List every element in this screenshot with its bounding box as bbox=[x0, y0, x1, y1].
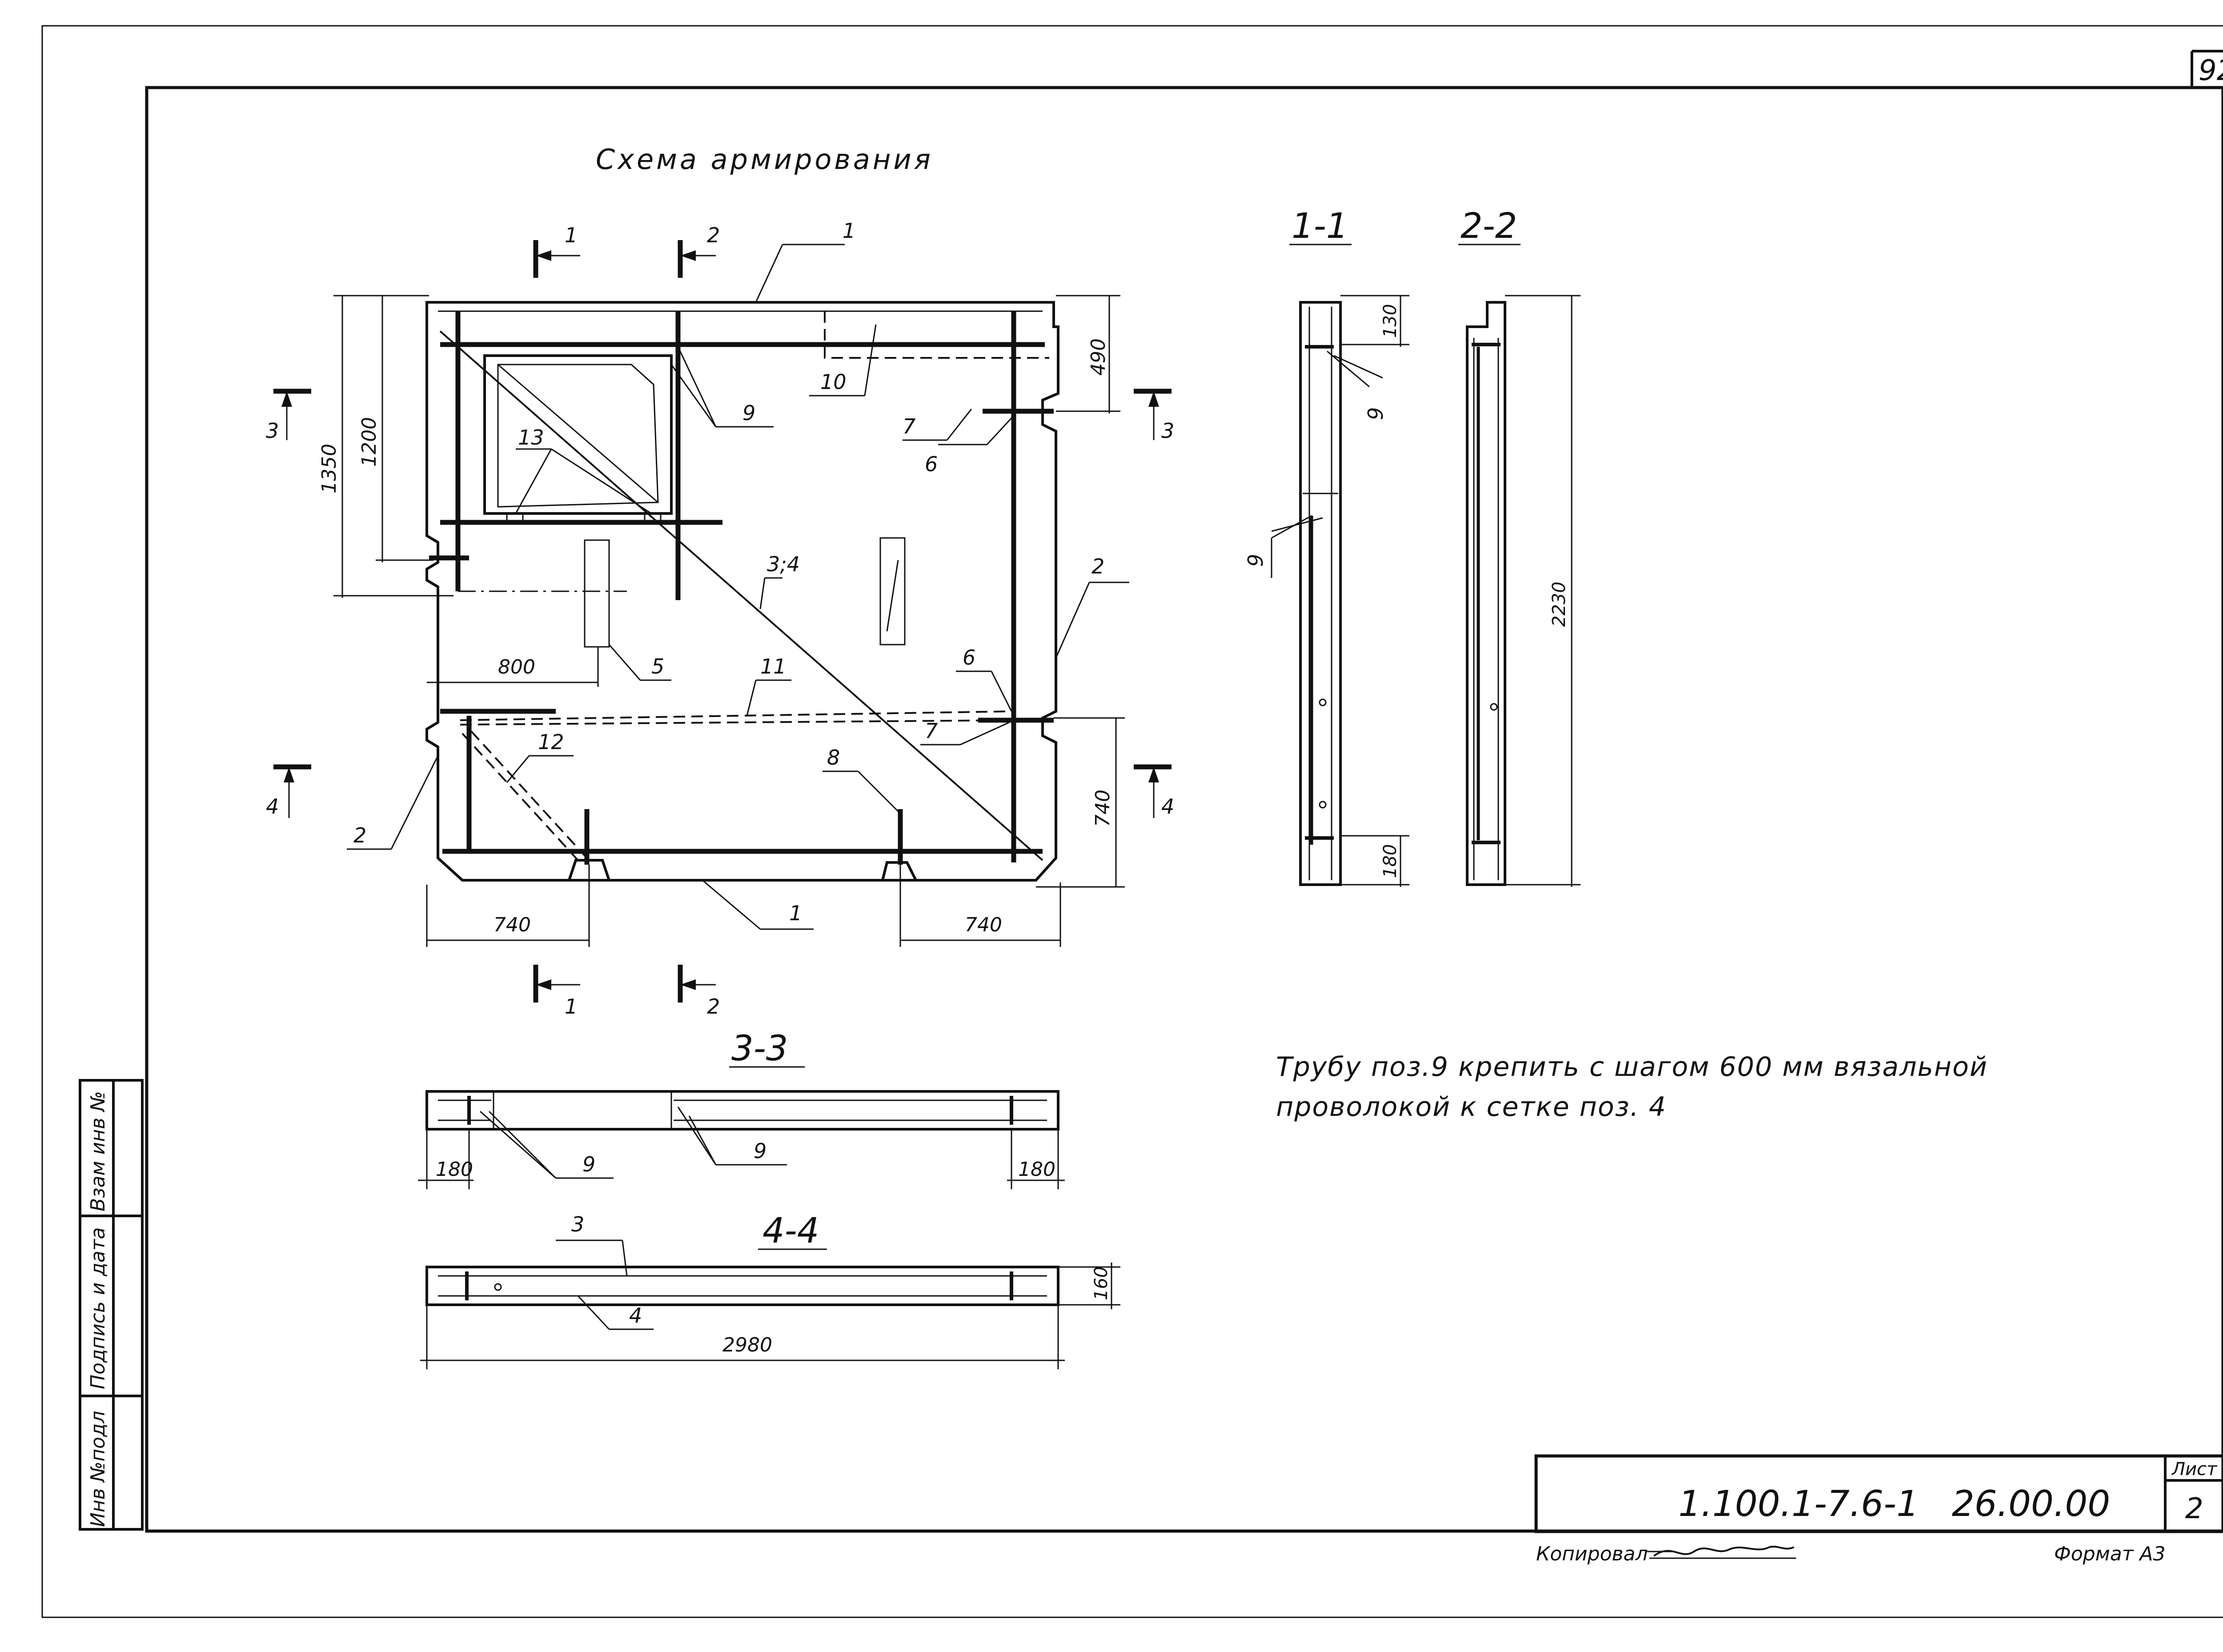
mark-top-1: 1 bbox=[565, 223, 578, 247]
dim-740-right: 740 bbox=[1091, 790, 1114, 827]
pos-2-left: 2 bbox=[353, 823, 366, 847]
drawing-title: Схема армирования bbox=[596, 143, 933, 176]
pos-9-3-3-a: 9 bbox=[582, 1152, 595, 1176]
mark-top-2: 2 bbox=[707, 223, 720, 247]
pos-12: 12 bbox=[538, 730, 564, 754]
bar-pos-10 bbox=[824, 311, 1049, 359]
dim-740-bottom-right: 740 bbox=[965, 914, 1002, 936]
pos-9-1-1-a: 9 bbox=[1364, 407, 1388, 420]
section-4-4: 4-4 3 4 160 2980 bbox=[420, 1211, 1120, 1369]
side-stamp: Инв №подл Подпись и дата Взам инв № bbox=[79, 1079, 144, 1531]
window-opening bbox=[483, 354, 673, 515]
title-block-sheet-label: Лист bbox=[2171, 1459, 2218, 1480]
pos-6-upper: 6 bbox=[925, 452, 938, 476]
dim-180-3-3-right: 180 bbox=[1018, 1158, 1055, 1181]
section-2-2: 2-2 2230 bbox=[1458, 206, 1581, 887]
sheet-corner-number: 92 bbox=[2199, 54, 2223, 87]
format-label: Формат А3 bbox=[2054, 1543, 2166, 1565]
pos-11: 11 bbox=[760, 654, 786, 678]
stamp-podpis-data: Подпись и дата bbox=[87, 1227, 109, 1389]
dim-1350: 1350 bbox=[318, 444, 341, 493]
dim-740-bottom-left: 740 bbox=[494, 914, 531, 936]
pos-9: 9 bbox=[742, 401, 755, 425]
dim-180-3-3-left: 180 bbox=[436, 1158, 473, 1181]
pos-1-top: 1 bbox=[843, 219, 855, 243]
pos-13: 13 bbox=[518, 425, 544, 449]
mark-bottom-1: 1 bbox=[565, 994, 578, 1018]
pos-7-upper: 7 bbox=[903, 414, 915, 438]
section-1-1: 1-1 130 180 9 9 bbox=[1244, 206, 1409, 887]
pos-5: 5 bbox=[651, 654, 664, 678]
copied-by-signature bbox=[1645, 1546, 1796, 1559]
position-callouts: 1 1 2 2 3;4 5 6 6 7 7 8 9 bbox=[347, 219, 1129, 930]
reinforcement-plan bbox=[425, 301, 1059, 882]
panel-outline bbox=[425, 301, 1059, 882]
dim-160: 160 bbox=[1091, 1267, 1112, 1300]
pos-7-lower: 7 bbox=[925, 719, 938, 743]
note-line-1: Трубу поз.9 крепить с шагом 600 мм вязал… bbox=[1276, 1051, 1988, 1083]
pos-2-right: 2 bbox=[1091, 554, 1104, 578]
dim-800: 800 bbox=[498, 656, 535, 678]
section-3-3: 3-3 9 9 180 180 bbox=[418, 1029, 1065, 1189]
mark-bottom-2: 2 bbox=[707, 994, 720, 1018]
dim-1200: 1200 bbox=[358, 417, 381, 467]
diagonal-bar bbox=[439, 330, 1043, 861]
sheet-frame: 92 bbox=[41, 25, 2223, 1618]
stamp-vzam-inv: Взам инв № bbox=[87, 1091, 109, 1211]
mark-right-4: 4 bbox=[1161, 794, 1174, 818]
pos-3-4-4: 3 bbox=[571, 1212, 584, 1236]
pos-4-4-4: 4 bbox=[629, 1303, 642, 1327]
dim-2230: 2230 bbox=[1549, 581, 1569, 627]
section-3-3-label: 3-3 bbox=[731, 1029, 788, 1069]
mark-right-3: 3 bbox=[1161, 419, 1174, 443]
title-block-sheet-number: 2 bbox=[2185, 1492, 2203, 1525]
pos-9-1-1-b: 9 bbox=[1244, 554, 1268, 567]
pos-3-4: 3;4 bbox=[767, 552, 800, 576]
pos-10: 10 bbox=[820, 370, 847, 394]
copied-by-label: Копировал bbox=[1536, 1543, 1648, 1565]
note: Трубу поз.9 крепить с шагом 600 мм вязал… bbox=[1276, 1051, 1988, 1123]
bar-pos-11 bbox=[460, 710, 1014, 721]
dim-2980: 2980 bbox=[722, 1334, 772, 1356]
stamp-inv-podl: Инв №подл bbox=[87, 1411, 109, 1527]
bar-pos-12 bbox=[461, 733, 579, 861]
pos-9-3-3-b: 9 bbox=[754, 1139, 766, 1163]
pos-6-lower: 6 bbox=[963, 646, 975, 670]
section-1-1-label: 1-1 bbox=[1292, 206, 1348, 246]
title-block-number: 26.00.00 bbox=[1952, 1483, 2110, 1524]
dim-130: 130 bbox=[1380, 304, 1400, 338]
note-line-2: проволокой к сетке поз. 4 bbox=[1276, 1091, 1667, 1123]
plan-dimensions: 1350 1200 490 800 740 740 740 bbox=[318, 295, 1125, 947]
pos-8: 8 bbox=[827, 746, 840, 770]
section-marks: 1 2 1 2 3 3 4 4 bbox=[266, 223, 1174, 1018]
dim-490: 490 bbox=[1087, 338, 1110, 376]
mark-left-3: 3 bbox=[266, 419, 279, 443]
section-2-2-label: 2-2 bbox=[1461, 206, 1517, 246]
mark-left-4: 4 bbox=[266, 794, 279, 818]
dim-180-1-1: 180 bbox=[1380, 844, 1400, 878]
title-block-code: 1.100.1-7.6-1 bbox=[1678, 1483, 1919, 1524]
section-4-4-label: 4-4 bbox=[762, 1211, 819, 1251]
pos-1-bottom: 1 bbox=[789, 901, 802, 925]
title-block: 1.100.1-7.6-1 26.00.00 Лист 2 Копировал … bbox=[1534, 1454, 2223, 1565]
